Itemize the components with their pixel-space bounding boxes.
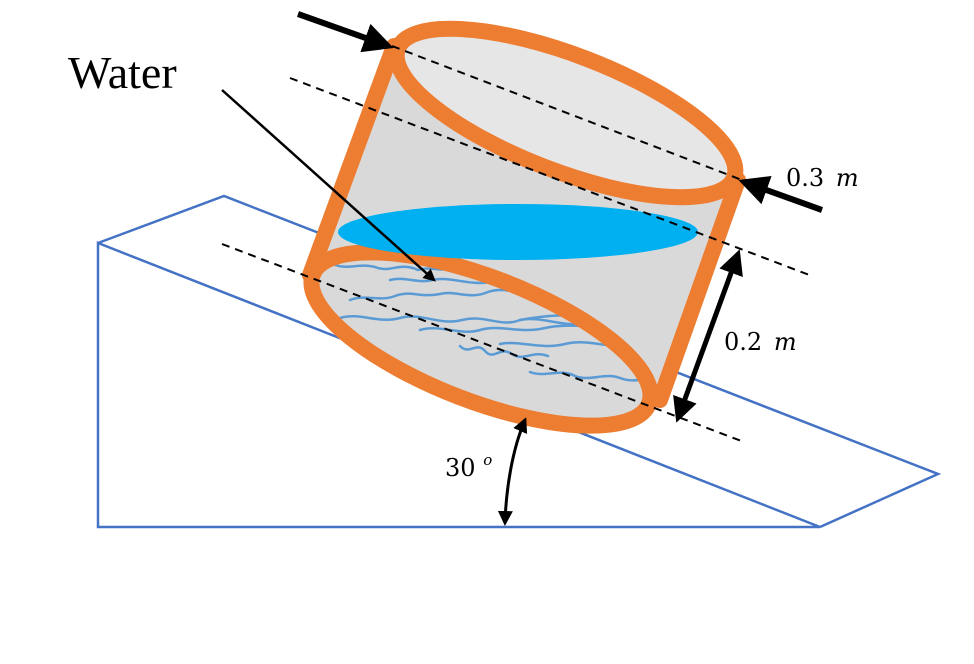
angle-label: 30 o bbox=[445, 451, 492, 482]
dashed-line-water-level bbox=[289, 77, 813, 277]
height-label: 0.2 m bbox=[724, 328, 797, 356]
water-surface bbox=[338, 204, 698, 260]
dashed-reference-lines bbox=[221, 45, 813, 443]
diameter-arrow-right bbox=[738, 175, 824, 213]
diameter-label: 0.3 m bbox=[786, 164, 859, 192]
diameter-arrow-left bbox=[296, 11, 394, 53]
cylinder-left-wall bbox=[302, 38, 402, 283]
dashed-line-bottom bbox=[221, 243, 745, 443]
water-label: Water bbox=[68, 47, 177, 98]
water-pointer-arrow bbox=[221, 89, 436, 282]
dashed-line-top bbox=[391, 45, 743, 181]
height-double-arrow bbox=[673, 249, 743, 423]
angle-arc bbox=[497, 417, 528, 526]
